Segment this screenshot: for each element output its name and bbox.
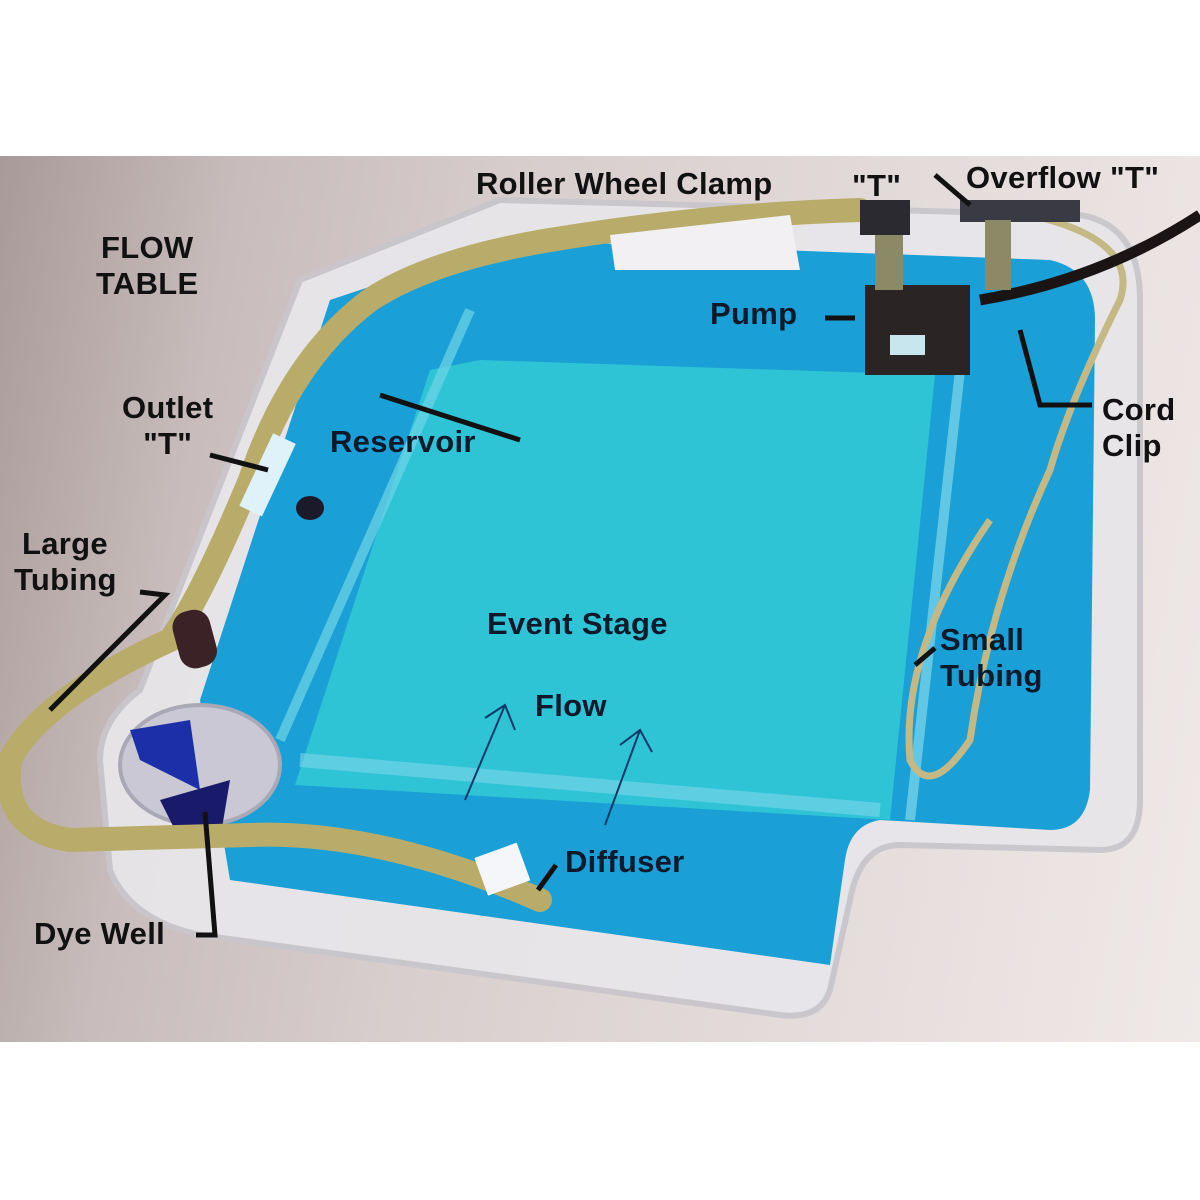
label-dye-well: Dye Well [34,916,166,951]
label-t-fitting: "T" [852,168,902,203]
flow-table-photo: Roller Wheel Clamp "T" Overflow "T" FLOW… [0,156,1200,1042]
label-outlet-t: Outlet "T" [122,390,214,461]
pump [865,285,970,375]
label-flow: Flow [535,688,607,723]
outlet-t-fitting [239,433,296,517]
power-cord [979,210,1200,306]
diffuser [474,842,531,896]
small-tubing [905,211,1127,780]
flow-table-illustration [0,173,1200,1019]
label-event-stage: Event Stage [487,606,668,641]
overflow-t-fitting [960,200,1080,222]
title-flow-table: FLOW TABLE [96,230,199,301]
flow-arrow-left [464,703,516,801]
title-line-1: FLOW [101,230,194,265]
label-overflow-t: Overflow "T" [966,160,1160,195]
title-line-2: TABLE [96,265,199,301]
flow-arrow-right [604,728,653,826]
label-roller-wheel-clamp: Roller Wheel Clamp [476,166,773,201]
leader-lines [48,173,1092,938]
label-diffuser: Diffuser [565,844,685,879]
label-pump: Pump [710,296,798,331]
label-large-tubing: Large Tubing [14,526,117,597]
label-cord-clip: Cord Clip [1102,392,1176,463]
large-tubing [0,198,872,912]
label-small-tubing: Small Tubing [940,622,1043,693]
event-stage [295,360,935,820]
label-reservoir: Reservoir [330,424,476,459]
t-fitting [860,200,910,235]
roller-wheel-clamp [610,215,800,270]
